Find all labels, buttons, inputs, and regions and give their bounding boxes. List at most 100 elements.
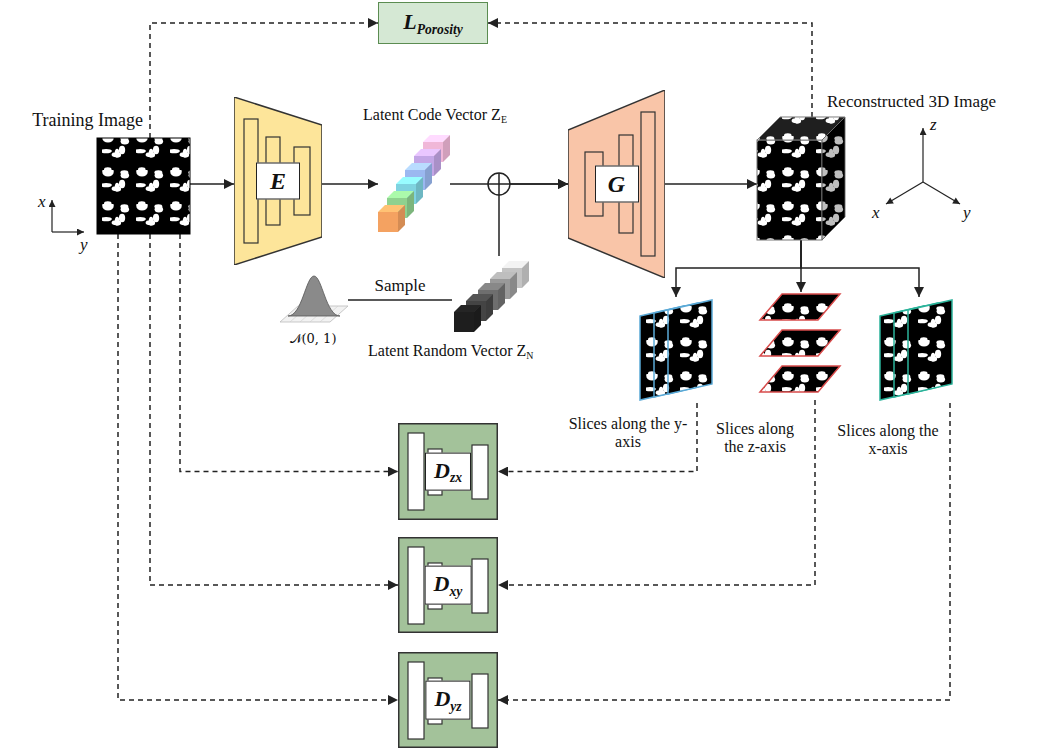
vector-cell (416, 177, 423, 204)
node-label: Slices along the z-axis (716, 420, 794, 455)
node-label: Latent Code Vector Z (363, 106, 501, 123)
flow-arrow (676, 240, 801, 297)
axis-line (52, 231, 84, 232)
axis-label: x (872, 204, 880, 221)
axis-line (923, 182, 960, 204)
vector-cell (434, 149, 441, 176)
image-figure: Reconstructed 3D Image (757, 117, 845, 240)
vector-cell (474, 305, 481, 332)
image-figure: Slices along the x-axis (876, 297, 962, 403)
figure-caption: Latent Code Vector ZE (363, 106, 553, 126)
flow-arrow (499, 184, 568, 256)
vector-cell (398, 205, 405, 232)
network-block: E (234, 97, 322, 265)
node-label: D (434, 457, 450, 482)
volume-face (757, 140, 822, 240)
node-label: Training Image (32, 110, 143, 130)
axis-line (51, 200, 52, 232)
layer-block (472, 445, 488, 499)
discriminator-box: Dzx (398, 423, 498, 520)
volume-face (822, 117, 845, 240)
discriminator-box: Dxy (398, 537, 498, 633)
flow-arrow (348, 299, 452, 301)
figure-caption: Slices along the y-axis (568, 415, 688, 452)
sum-symbol (488, 173, 510, 195)
subscript-label: Porosity (417, 21, 463, 36)
image-figure: Training Image (97, 138, 190, 234)
image-figure: Latent Random Vector ZN (452, 256, 534, 336)
node-label: 𝒩(0, 1) (290, 331, 337, 346)
dashed-connector (150, 234, 398, 585)
vector-cell (486, 294, 493, 321)
node-label: D (434, 686, 450, 711)
label-holder: LPorosity (403, 9, 463, 38)
dashed-connector (498, 403, 697, 472)
block-shape (399, 538, 498, 633)
flow-arrow (190, 183, 234, 185)
layer-block (472, 559, 488, 613)
vector-cell (454, 312, 474, 332)
node-label: Slices along the y-axis (569, 415, 688, 450)
subscript-label: xy (450, 583, 463, 598)
axis-line (886, 182, 923, 204)
node-label: D (434, 571, 450, 596)
gaussian-surface (288, 276, 340, 316)
label-holder: Dyz (425, 681, 470, 720)
subscript-label: yz (450, 698, 461, 713)
figure-caption: Slices along the z-axis (705, 420, 805, 457)
label-holder: E (256, 163, 300, 200)
node-label: Slices along the x-axis (837, 422, 938, 457)
image-figure: Slices along the y-axis (637, 297, 715, 403)
flow-arrow (665, 183, 757, 185)
subscript-label: E (501, 114, 507, 125)
node-label: L (403, 9, 416, 34)
label-holder: Dxy (425, 566, 472, 605)
dashed-connector (498, 403, 950, 700)
slice-plane (760, 294, 840, 320)
axis-line (922, 128, 923, 182)
layer-block (408, 433, 424, 510)
flow-arrow (322, 183, 378, 185)
figure-caption: Slices along the x-axis (835, 422, 941, 459)
node-label: E (270, 168, 286, 194)
label-holder: Dzx (425, 452, 471, 491)
training-image (97, 138, 190, 234)
vector-cell (443, 135, 450, 162)
node-label: Reconstructed 3D Image (827, 92, 996, 111)
figure-caption: Reconstructed 3D Image (827, 92, 1032, 112)
block-shape (399, 653, 498, 748)
block-shape (234, 97, 322, 265)
node-label: Latent Random Vector Z (368, 342, 526, 359)
slice-plane (760, 330, 840, 356)
image-figure: Slices along the z-axis (760, 292, 842, 400)
node-label: G (608, 171, 625, 197)
figure-caption: 𝒩(0, 1) (268, 332, 358, 347)
volume-shade (822, 117, 845, 240)
dashed-connector (180, 234, 398, 472)
slice-plane (668, 300, 712, 394)
vector-cell (498, 283, 505, 310)
vector-cell (510, 272, 517, 299)
dashed-connector (498, 400, 815, 585)
subscript-label: N (526, 350, 533, 361)
vector-cell (407, 191, 414, 218)
vector-cell (378, 212, 398, 232)
sum-symbol (488, 173, 510, 195)
image-figure: 𝒩(0, 1) (278, 272, 348, 334)
dashed-connector (118, 234, 398, 700)
edge-label: Sample (373, 277, 428, 296)
block-shape (568, 90, 665, 278)
layer-block (641, 112, 655, 256)
network-block: G (568, 90, 665, 278)
axis-label: y (80, 236, 88, 253)
layer-block (472, 674, 488, 728)
axis-label: z (930, 116, 937, 133)
slice-plane (760, 366, 840, 392)
label-holder: G (595, 166, 639, 203)
vector-cell (522, 261, 529, 288)
subscript-label: zx (450, 470, 462, 485)
loss-box: LPorosity (378, 2, 488, 44)
axis-label: x (38, 193, 46, 210)
